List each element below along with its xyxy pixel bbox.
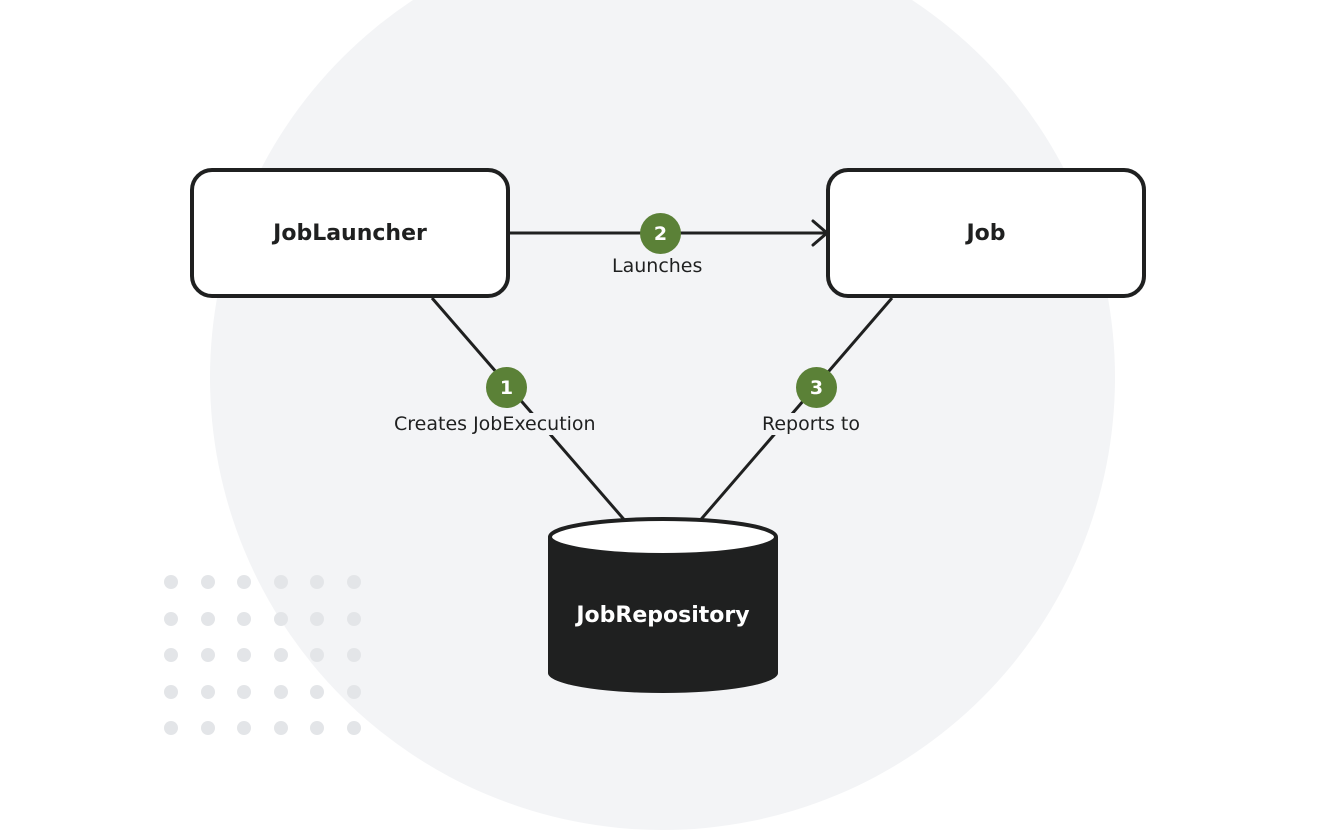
decorative-dot: [273, 721, 288, 736]
job-launcher-node: JobLauncher: [190, 168, 510, 298]
decorative-dot: [310, 575, 325, 589]
job-repository-label: JobRepository: [576, 603, 750, 628]
decorative-dot: [347, 721, 361, 736]
decorative-dot: [164, 648, 178, 663]
job-node: Job: [826, 168, 1146, 298]
decorative-dot: [200, 611, 215, 626]
decorative-dot: [273, 575, 288, 589]
decorative-dot: [200, 684, 215, 699]
edge-label-launches: Launches: [609, 255, 706, 277]
edge-label-reports-to: Reports to: [759, 413, 863, 435]
decorative-dot: [164, 611, 178, 626]
step-badge-2: 2: [640, 213, 681, 254]
decorative-dot-grid: [164, 575, 364, 740]
decorative-dot: [237, 684, 252, 699]
decorative-dot: [200, 575, 215, 589]
job-launcher-label: JobLauncher: [273, 220, 427, 246]
edge-label-creates-job-execution: Creates JobExecution: [391, 413, 599, 435]
decorative-dot: [310, 648, 325, 663]
decorative-dot: [347, 575, 361, 589]
decorative-dot: [273, 648, 288, 663]
decorative-dot: [200, 648, 215, 663]
decorative-dot: [237, 721, 252, 736]
decorative-dot: [310, 611, 325, 626]
decorative-dot: [164, 721, 178, 736]
decorative-dot: [273, 611, 288, 626]
decorative-dot: [347, 611, 361, 626]
decorative-dot: [237, 648, 252, 663]
decorative-dot: [310, 721, 325, 736]
decorative-dot: [273, 684, 288, 699]
decorative-dot: [237, 575, 252, 589]
decorative-dot: [200, 721, 215, 736]
diagram-canvas: [430, 219, 894, 693]
decorative-dot: [164, 684, 178, 699]
decorative-dot: [310, 684, 325, 699]
step-badge-1: 1: [486, 367, 527, 408]
decorative-dot: [347, 648, 361, 663]
job-repository-cylinder: [548, 517, 778, 693]
job-label: Job: [966, 220, 1006, 246]
decorative-dot: [237, 611, 252, 626]
step-badge-3: 3: [796, 367, 837, 408]
decorative-dot: [164, 575, 178, 589]
decorative-dot: [347, 684, 361, 699]
